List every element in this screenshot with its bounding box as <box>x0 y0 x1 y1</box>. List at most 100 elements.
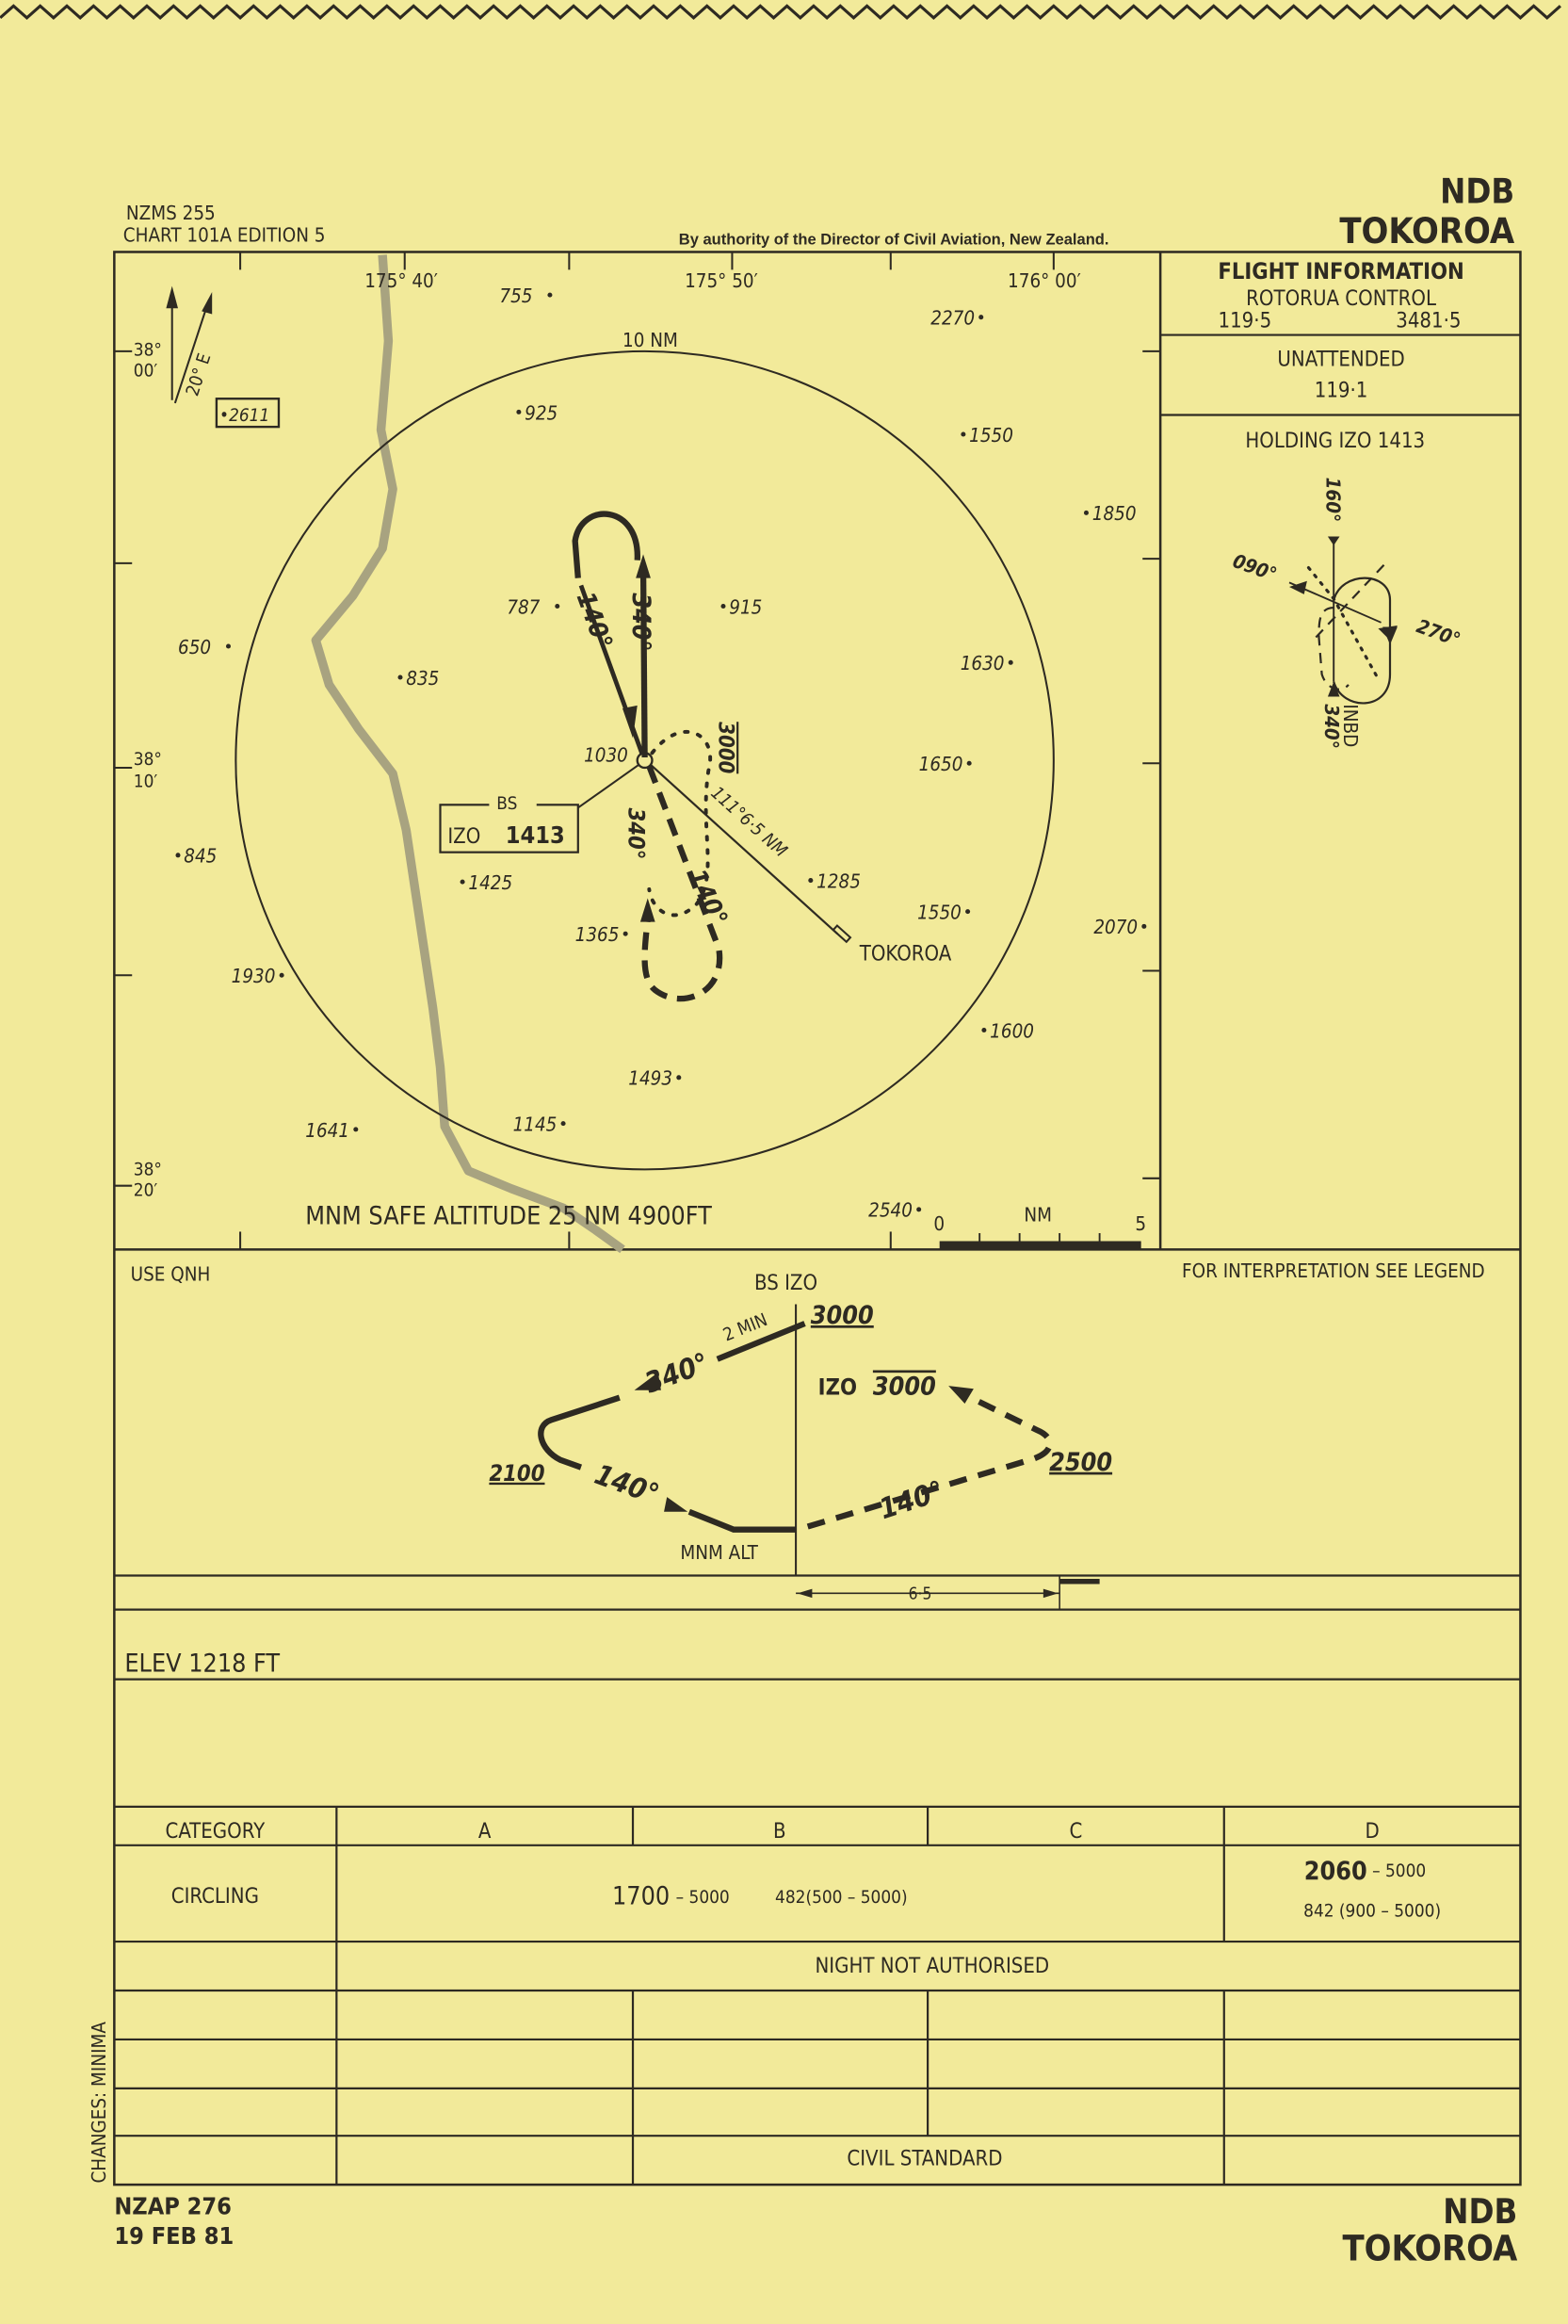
spot-elevation: 1493 <box>628 1067 672 1090</box>
profile-far-track: 140° <box>876 1475 948 1527</box>
spot-elevation: 755 <box>499 284 532 307</box>
profile-fix: BS IZO <box>754 1272 817 1295</box>
category-a: A <box>478 1820 492 1844</box>
elevation-dot <box>961 431 966 437</box>
qnh-note: USE QNH <box>131 1262 211 1285</box>
changes-note: CHANGES: MINIMA <box>88 2022 110 2184</box>
elevation-dot <box>460 879 465 885</box>
radial-label: 111°6·5 NM <box>706 783 791 862</box>
spot-elevation: 1630 <box>961 652 1005 674</box>
spot-elevation: 1650 <box>919 753 963 775</box>
holding-south-label: 340° <box>1320 704 1343 749</box>
longitude-label: 175° 40′ <box>364 269 438 292</box>
magnetic-variation: 20° E <box>182 350 215 398</box>
profile-distance: 6·5 <box>909 1585 932 1604</box>
elevation-dot <box>978 315 984 320</box>
profile-turn-alt: 2100 <box>489 1460 544 1487</box>
spot-elevation: 835 <box>406 667 439 690</box>
elevation-dot <box>808 878 814 884</box>
d-visibility: – 5000 <box>1372 1861 1426 1881</box>
header-name: TOKOROA <box>1339 210 1515 252</box>
authority-note: By authority of the Director of Civil Av… <box>679 231 1109 249</box>
control-freq-2: 3481·5 <box>1396 310 1461 333</box>
elevation-dot <box>916 1207 922 1212</box>
spot-elevation: 1425 <box>468 871 512 894</box>
circling-label: CIRCLING <box>171 1885 259 1909</box>
spot-elevation: 1930 <box>232 965 276 987</box>
holding-west-label: 090° <box>1230 549 1280 586</box>
d-minimum: 2060 <box>1304 1857 1367 1886</box>
max-elevation-box <box>215 398 281 429</box>
spot-elevation: 1145 <box>513 1113 558 1135</box>
elevation-dot <box>175 853 181 858</box>
aerodrome-elevation: ELEV 1218 FT <box>124 1650 280 1679</box>
spot-elevation: 1600 <box>990 1019 1034 1042</box>
longitude-label: 175° 50′ <box>685 269 758 292</box>
latitude-label: 38° <box>134 1160 162 1180</box>
chart-edition: CHART 101A EDITION 5 <box>123 223 326 246</box>
abc-height: 482(500 – 5000) <box>775 1887 908 1908</box>
elevation-dot <box>622 931 628 936</box>
night-note: NIGHT NOT AUTHORISED <box>816 1955 1050 1978</box>
spot-elevation: 2270 <box>930 307 975 330</box>
profile-fix-alt: 3000 <box>811 1301 874 1330</box>
footer-date: 19 FEB 81 <box>114 2222 234 2250</box>
latitude-label: 38° <box>134 340 162 361</box>
category-c: C <box>1070 1820 1083 1844</box>
abc-minimum: 1700 <box>612 1882 670 1911</box>
beacon-freq: 1413 <box>506 821 565 849</box>
category-d: D <box>1365 1820 1379 1844</box>
longitude-label: 176° 00′ <box>1008 269 1081 292</box>
river <box>311 254 625 1254</box>
safe-altitude: MNM SAFE ALTITUDE 25 NM 4900FT <box>305 1202 712 1231</box>
profile-far-alt: 2500 <box>1049 1448 1112 1477</box>
unattended-label: UNATTENDED <box>1277 349 1404 372</box>
d-height: 842 (900 – 5000) <box>1303 1900 1441 1921</box>
torn-edge <box>0 4 1561 20</box>
spot-elevation: 2070 <box>1093 916 1138 938</box>
scale-unit: NM <box>1024 1203 1052 1226</box>
holding-east-label: 270° <box>1414 614 1463 651</box>
spot-elevation: 925 <box>525 401 558 424</box>
spot-elevation: 787 <box>507 595 540 618</box>
holding-title: HOLDING IZO 1413 <box>1245 430 1425 453</box>
graticule-ticks <box>114 252 1161 1250</box>
elevation-dot <box>353 1127 359 1132</box>
elevation-dot <box>981 1027 987 1032</box>
civil-standard: CIVIL STANDARD <box>847 2148 1002 2171</box>
scale-bar <box>939 1233 1141 1251</box>
flight-info-title: FLIGHT INFORMATION <box>1218 258 1463 284</box>
latitude-label: 38° <box>134 749 162 770</box>
category-header: CATEGORY <box>166 1820 267 1844</box>
lower-grid <box>114 1574 1521 2186</box>
elevation-dot <box>1083 510 1089 515</box>
ndb-beacon-icon <box>636 752 654 770</box>
ring-label: 10 NM <box>622 329 678 351</box>
latitude-label: 10′ <box>134 771 158 791</box>
spot-elevation: 650 <box>178 636 211 658</box>
spot-elevation: 845 <box>184 845 217 868</box>
procedure-inbound-label: 140° <box>682 865 733 931</box>
footer-type: NDB <box>1443 2191 1517 2232</box>
footer-code: NZAP 276 <box>114 2193 232 2220</box>
holding-pattern-diagram <box>1288 536 1398 705</box>
chart-frame <box>113 251 1522 2186</box>
profile-tracks <box>538 1321 1100 1610</box>
control-name: ROTORUA CONTROL <box>1246 287 1436 311</box>
header-type: NDB <box>1440 171 1514 212</box>
profile-mnm-alt: MNM ALT <box>680 1541 758 1564</box>
inbound-track-label: 140° <box>571 588 618 653</box>
profile-izo-alt: 3000 <box>873 1373 936 1402</box>
spot-elevation: 1850 <box>1092 502 1137 525</box>
scale-start: 0 <box>933 1212 945 1235</box>
elevation-dot <box>225 643 232 649</box>
beacon-ident: IZO <box>447 825 480 849</box>
elevation-dot <box>397 674 403 680</box>
elevation-dot <box>555 603 560 609</box>
spot-elevation: 2540 <box>868 1199 913 1222</box>
elevation-dot <box>1141 923 1147 929</box>
abc-visibility: – 5000 <box>676 1887 730 1908</box>
elevation-dot <box>516 409 522 414</box>
ring-10nm <box>234 349 1055 1171</box>
